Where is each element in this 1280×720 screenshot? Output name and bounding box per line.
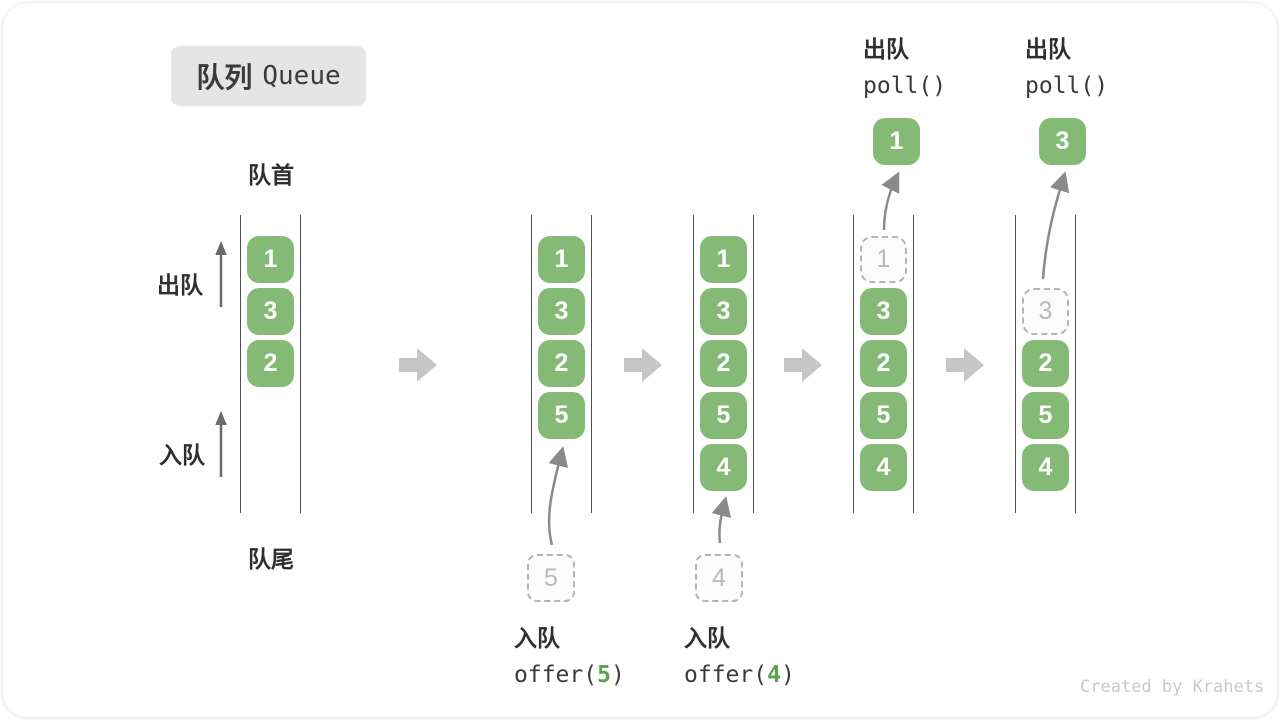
caption-offer-4-label: 入队 — [684, 625, 730, 651]
poll-arrow-icon — [1041, 171, 1070, 280]
enqueue-arrow-icon — [711, 496, 732, 544]
queue-cell: 4 — [860, 444, 907, 491]
label-enqueue: 入队 — [159, 442, 205, 468]
queue-cell-removed-ghost: 3 — [1022, 288, 1069, 335]
queue-cell: 2 — [860, 340, 907, 387]
transition-arrow-icon — [624, 348, 662, 382]
queue-cell: 5 — [860, 392, 907, 439]
pending-enqueue-cell: 5 — [527, 554, 575, 602]
caption-poll-1-code: poll() — [863, 73, 947, 99]
polled-cell: 1 — [873, 118, 920, 165]
queue-cell: 2 — [700, 340, 747, 387]
queue-cell: 5 — [538, 392, 585, 439]
caption-poll-2-code: poll() — [1025, 73, 1109, 99]
queue-cell: 3 — [700, 288, 747, 335]
poll-arrow-icon — [881, 171, 900, 231]
queue-cell: 1 — [538, 236, 585, 283]
queue-cell: 1 — [247, 236, 294, 283]
queue-cell: 2 — [538, 340, 585, 387]
caption-poll-1: 出队 poll() — [863, 30, 946, 99]
transition-arrow-icon — [784, 348, 822, 382]
queue-cell: 2 — [247, 340, 294, 387]
enqueue-direction-arrow-icon — [215, 411, 227, 477]
queue-state-3: 1 3 2 5 4 — [693, 215, 754, 513]
caption-poll-2: 出队 poll() — [1025, 30, 1108, 99]
queue-cell: 3 — [860, 288, 907, 335]
pending-enqueue-cell: 4 — [695, 554, 743, 602]
queue-cell: 2 — [1022, 340, 1069, 387]
queue-cell: 5 — [700, 392, 747, 439]
label-queue-rear: 队尾 — [248, 546, 294, 572]
queue-cell: 1 — [700, 236, 747, 283]
caption-offer-5-code: offer(5) — [514, 662, 625, 688]
queue-state-4: 1 3 2 5 4 — [853, 215, 914, 513]
label-queue-front: 队首 — [248, 162, 294, 188]
enqueue-arrow-icon — [547, 446, 569, 546]
title-en: Queue — [262, 61, 341, 91]
watermark: Created by Krahets — [1080, 677, 1265, 697]
queue-state-5: 3 2 5 4 — [1015, 215, 1076, 513]
queue-cell: 3 — [247, 288, 294, 335]
queue-cell: 5 — [1022, 392, 1069, 439]
queue-cell: 3 — [538, 288, 585, 335]
queue-state-1: 1 3 2 — [240, 215, 301, 513]
title-badge: 队列 Queue — [171, 46, 366, 106]
queue-state-2: 1 3 2 5 — [531, 215, 592, 513]
caption-offer-5-label: 入队 — [514, 625, 560, 651]
queue-cell-removed-ghost: 1 — [860, 236, 907, 283]
offer-arg: 4 — [767, 662, 781, 688]
label-dequeue: 出队 — [157, 272, 203, 298]
caption-offer-5: 入队 offer(5) — [514, 619, 625, 688]
polled-cell: 3 — [1039, 118, 1086, 165]
queue-cell: 4 — [700, 444, 747, 491]
transition-arrow-icon — [399, 348, 437, 382]
dequeue-direction-arrow-icon — [215, 241, 227, 307]
queue-cell: 4 — [1022, 444, 1069, 491]
caption-offer-4-code: offer(4) — [684, 662, 795, 688]
offer-arg: 5 — [597, 662, 611, 688]
title-zh: 队列 — [196, 62, 253, 93]
caption-offer-4: 入队 offer(4) — [684, 619, 795, 688]
transition-arrow-icon — [946, 348, 984, 382]
caption-poll-1-label: 出队 — [863, 36, 909, 62]
caption-poll-2-label: 出队 — [1025, 36, 1071, 62]
